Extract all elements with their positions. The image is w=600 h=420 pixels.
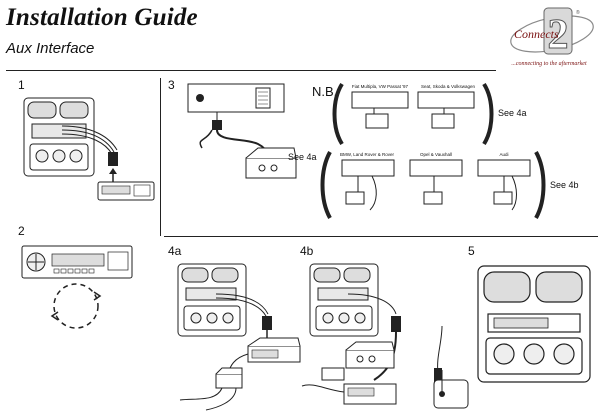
- step-2-number: 2: [18, 224, 25, 238]
- step-3-see-label: See 4a: [288, 152, 317, 162]
- guide-title: Installation Guide: [6, 4, 198, 31]
- step-4a-number: 4a: [168, 244, 182, 258]
- step-3-number: 3: [168, 78, 175, 92]
- logo-wordmark: Connects: [514, 27, 559, 41]
- nb-bottom-bracket-illustration: [320, 151, 546, 219]
- nb-car-opel: Opel & Vauxhall: [420, 152, 452, 157]
- nb-car-vw: Seat, Skoda & Volkswagen: [420, 84, 476, 89]
- nb-car-fiat: Fiat Multipla, VW Passat '97: [351, 84, 409, 89]
- step-1-illustration: [23, 97, 155, 201]
- step-4a-illustration: [177, 263, 301, 411]
- connects2-logo: 2 Connects ®: [510, 7, 594, 59]
- logo-tagline: ...connecting to the aftermarket: [511, 61, 587, 67]
- nb-see-4b-label: See 4b: [550, 180, 579, 190]
- step-4b-illustration: [301, 263, 401, 405]
- svg-text:2: 2: [548, 12, 569, 58]
- step-1-number: 1: [18, 78, 25, 92]
- nb-label: N.B.: [312, 84, 338, 99]
- step-3-illustration: [187, 83, 297, 179]
- step-5-number: 5: [468, 244, 475, 258]
- nb-top-bracket-illustration: [332, 82, 494, 146]
- svg-text:®: ®: [576, 9, 580, 16]
- step-2-illustration: [21, 245, 133, 329]
- guide-subtitle: Aux Interface: [6, 40, 95, 57]
- column-divider: [160, 78, 161, 236]
- nb-see-4a-label: See 4a: [498, 108, 527, 118]
- header-divider: [6, 70, 496, 71]
- nb-car-bmw: BMW, Land Rover & Rover: [339, 152, 395, 157]
- step-4b-number: 4b: [300, 244, 314, 258]
- step-5-illustration: [433, 265, 591, 409]
- nb-car-audi: Audi: [499, 152, 509, 157]
- section-divider: [164, 236, 598, 237]
